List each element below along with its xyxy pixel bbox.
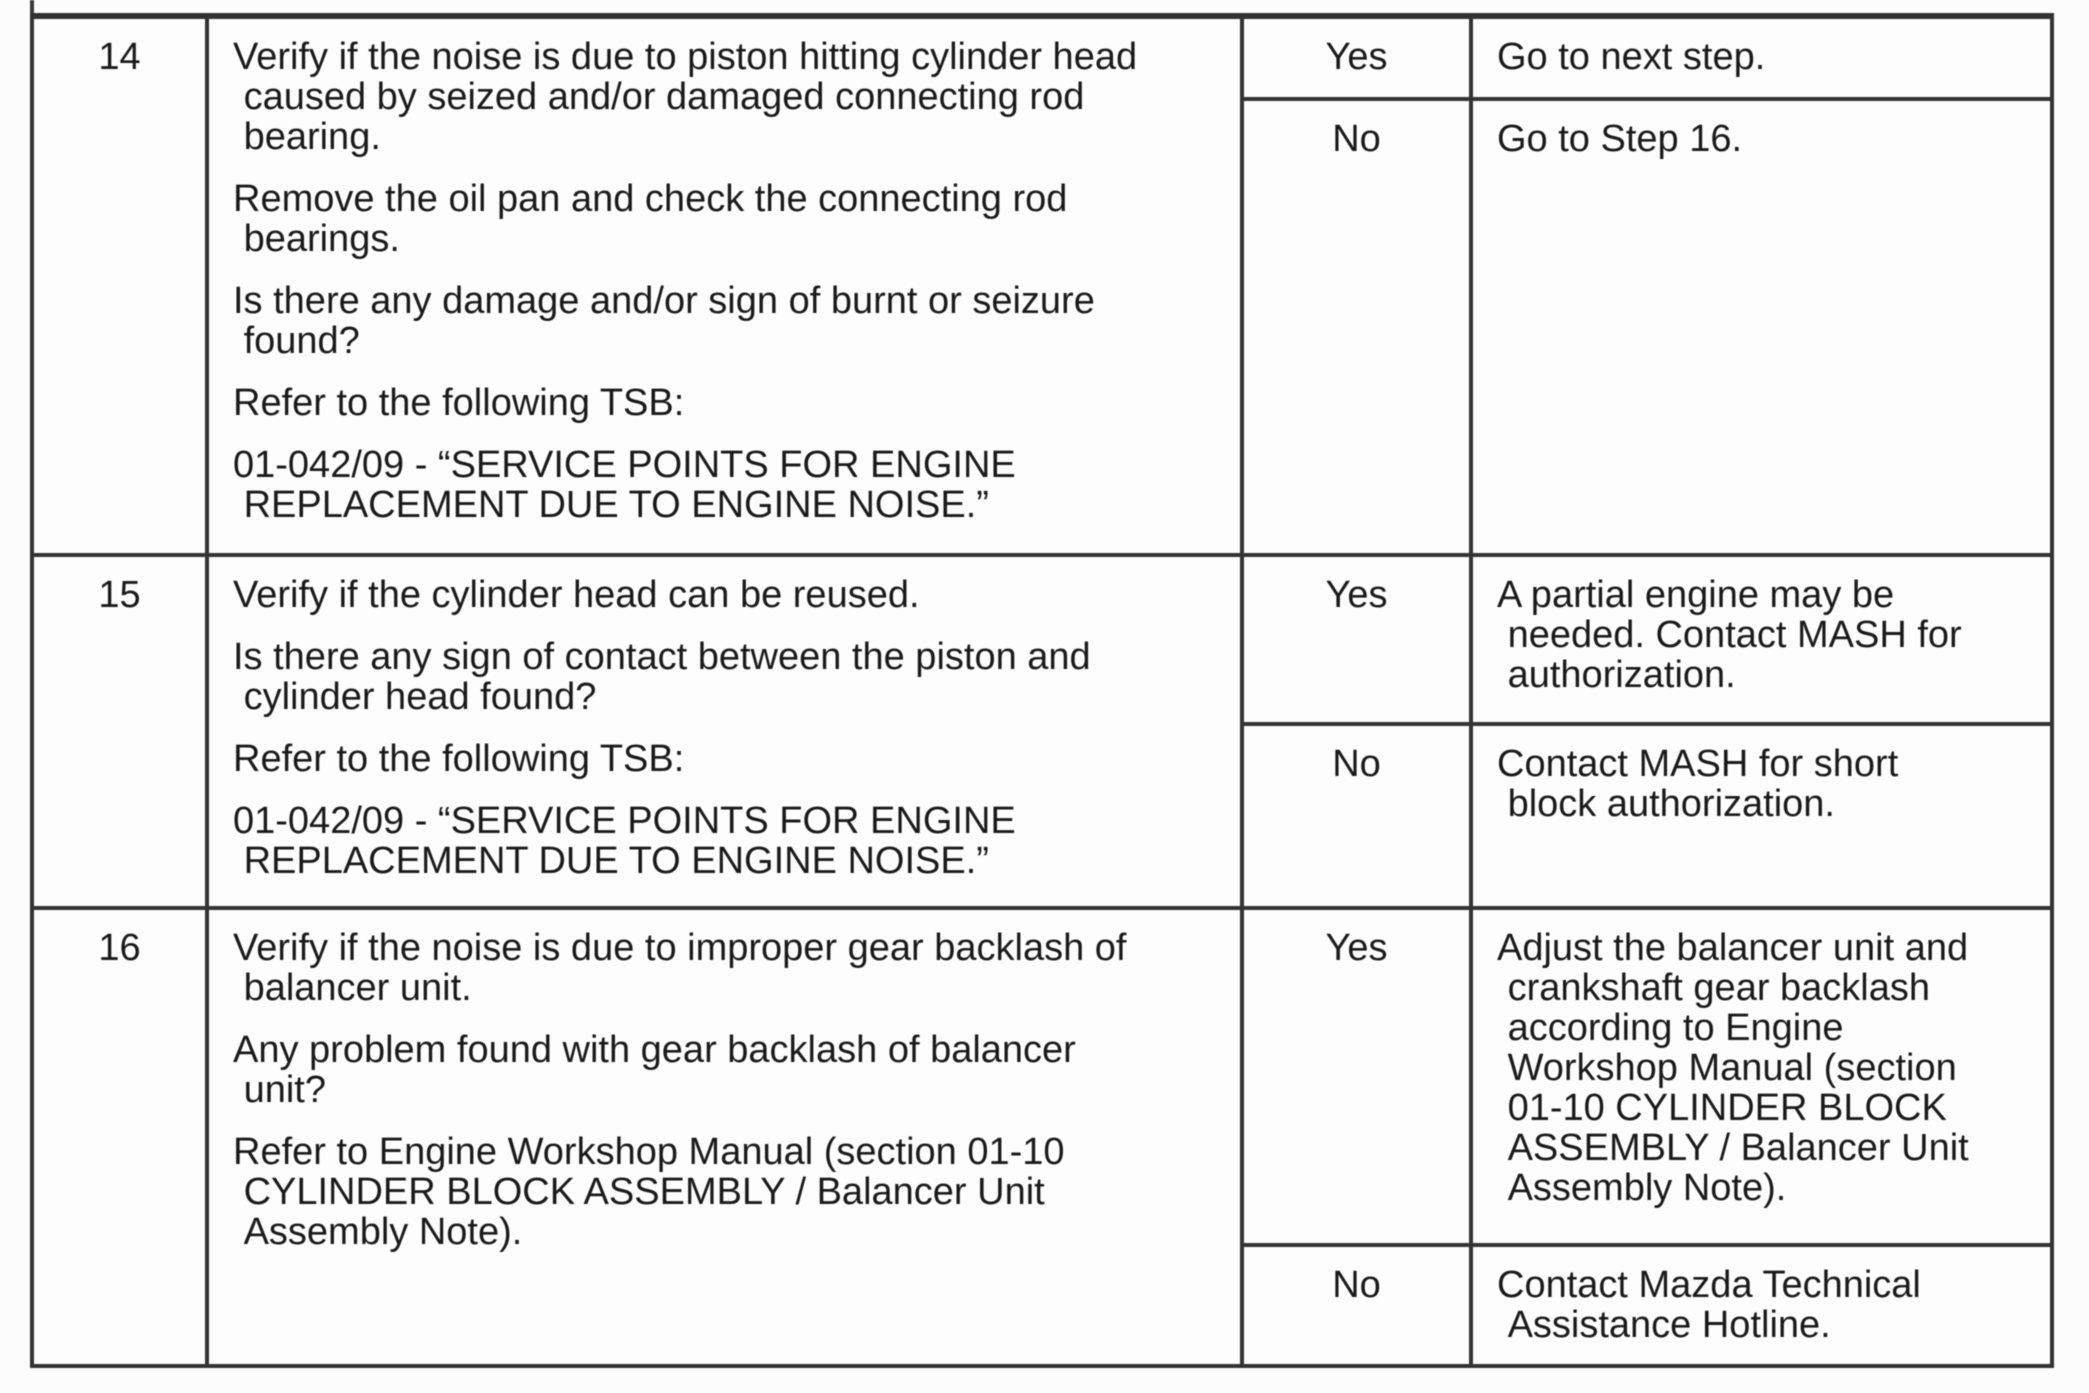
table-row-step-16: 16 Verify if the noise is due to imprope…	[34, 910, 2050, 1364]
page-edge-mark	[30, 0, 34, 14]
yes-subrow: Yes Adjust the balancer unit and cranksh…	[1244, 910, 2050, 1247]
step-description-cell: Verify if the cylinder head can be reuse…	[209, 557, 1244, 906]
description-paragraph: 01-042/09 - “SERVICE POINTS FOR ENGINE R…	[233, 800, 1016, 882]
no-label-cell: No	[1244, 101, 1473, 553]
step-number-cell: 14	[34, 19, 209, 553]
step-number-cell: 15	[34, 557, 209, 906]
no-subrow: No Contact Mazda Technical Assistance Ho…	[1244, 1247, 2050, 1364]
description-paragraph: Is there any damage and/or sign of burnt…	[233, 280, 1095, 362]
description-paragraph: Any problem found with gear backlash of …	[233, 1029, 1076, 1111]
step-description-cell: Verify if the noise is due to improper g…	[209, 910, 1244, 1364]
description-paragraph: Refer to Engine Workshop Manual (section…	[233, 1131, 1065, 1253]
no-subrow: No Go to Step 16.	[1244, 101, 2050, 553]
description-paragraph: Verify if the cylinder head can be reuse…	[233, 574, 920, 616]
troubleshooting-table: 14 Verify if the noise is due to piston …	[30, 13, 2054, 1368]
description-paragraph: 01-042/09 - “SERVICE POINTS FOR ENGINE R…	[233, 444, 1016, 526]
description-paragraph: Verify if the noise is due to improper g…	[233, 927, 1127, 1009]
description-paragraph: Is there any sign of contact between the…	[233, 636, 1091, 718]
yes-subrow: Yes Go to next step.	[1244, 19, 2050, 101]
no-subrow: No Contact MASH for short block authoriz…	[1244, 726, 2050, 906]
no-label-cell: No	[1244, 1247, 1473, 1364]
step-description-cell: Verify if the noise is due to piston hit…	[209, 19, 1244, 553]
no-label-cell: No	[1244, 726, 1473, 906]
decision-cells: Yes Adjust the balancer unit and cranksh…	[1244, 910, 2050, 1364]
yes-action-cell: Go to next step.	[1497, 36, 1766, 78]
decision-cells: Yes A partial engine may be needed. Cont…	[1244, 557, 2050, 906]
no-action-cell: Contact MASH for short block authorizati…	[1497, 743, 1899, 825]
step-number-cell: 16	[34, 910, 209, 1364]
yes-label-cell: Yes	[1244, 19, 1473, 97]
table-row-step-15: 15 Verify if the cylinder head can be re…	[34, 557, 2050, 910]
yes-action-cell: Adjust the balancer unit and crankshaft …	[1497, 927, 1969, 1209]
table-row-step-14: 14 Verify if the noise is due to piston …	[34, 19, 2050, 557]
no-action-cell: Contact Mazda Technical Assistance Hotli…	[1497, 1264, 1921, 1346]
description-paragraph: Remove the oil pan and check the connect…	[233, 178, 1068, 260]
yes-subrow: Yes A partial engine may be needed. Cont…	[1244, 557, 2050, 726]
yes-label-cell: Yes	[1244, 910, 1473, 1243]
decision-cells: Yes Go to next step. No Go to Step 16.	[1244, 19, 2050, 553]
yes-action-cell: A partial engine may be needed. Contact …	[1497, 574, 1962, 696]
yes-label-cell: Yes	[1244, 557, 1473, 722]
description-paragraph: Refer to the following TSB:	[233, 382, 685, 424]
description-paragraph: Refer to the following TSB:	[233, 738, 685, 780]
no-action-cell: Go to Step 16.	[1497, 118, 1743, 160]
description-paragraph: Verify if the noise is due to piston hit…	[233, 36, 1138, 158]
